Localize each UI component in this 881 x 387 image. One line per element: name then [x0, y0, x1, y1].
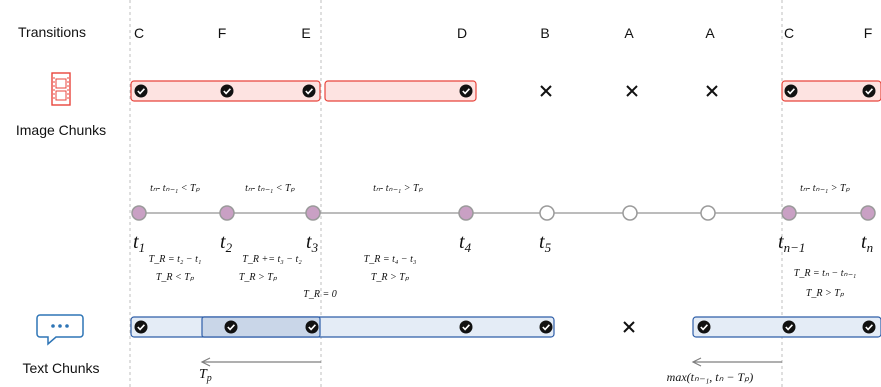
text-chunk-markers	[134, 320, 876, 334]
check-icon	[224, 320, 238, 334]
check-icon	[220, 84, 234, 98]
check-icon	[134, 320, 148, 334]
timeline-node-filled	[458, 205, 474, 221]
check-icon	[697, 320, 711, 334]
check-icon	[134, 84, 148, 98]
timeline-node-filled	[131, 205, 147, 221]
check-icon	[782, 320, 796, 334]
update-label: T_R = t₄ − t₃	[364, 254, 417, 265]
update-label: T_R = 0	[303, 289, 336, 300]
arrow-left-tp	[200, 357, 321, 367]
update-label: T_R = tₙ − tₙ₋₁	[794, 268, 856, 279]
text-chunk-box-1	[130, 316, 555, 338]
transition-label: F	[864, 25, 873, 41]
check-icon	[305, 320, 319, 334]
update-label: T_R > Tₚ	[371, 272, 410, 283]
update-label: T_R += t₃ − t₂	[242, 254, 302, 265]
update-label: T_R > Tₚ	[239, 272, 278, 283]
timeline-node-filled	[219, 205, 235, 221]
check-icon	[539, 320, 553, 334]
time-label-tn: tn	[861, 231, 873, 255]
time-label-tn-1: tn−1	[778, 231, 805, 255]
cross-icon	[706, 85, 718, 97]
check-icon	[862, 320, 876, 334]
timeline-node-filled	[781, 205, 797, 221]
timeline-nodes	[131, 205, 876, 221]
text-chunk-overlap-box	[201, 316, 321, 338]
transition-label: C	[134, 25, 144, 41]
image-chunk-markers	[134, 84, 876, 98]
row-label-image-chunks: Image Chunks	[16, 122, 106, 138]
transition-label: F	[218, 25, 227, 41]
transition-label: D	[457, 25, 467, 41]
row-label-text-chunks: Text Chunks	[22, 360, 99, 376]
time-label-t4: t4	[459, 231, 472, 255]
check-icon	[302, 84, 316, 98]
transition-label: B	[540, 25, 549, 41]
time-label-t3: t3	[306, 231, 319, 255]
timeline-node-empty	[539, 205, 555, 221]
arrow-label-tp: Tp	[199, 367, 212, 384]
check-icon	[459, 320, 473, 334]
transition-label: A	[624, 25, 634, 41]
condition-label: tₙ- tₙ₋₁ < Tₚ	[245, 183, 295, 194]
row-label-transitions: Transitions	[18, 24, 86, 40]
condition-label: tₙ- tₙ₋₁ < Tₚ	[150, 183, 200, 194]
check-icon	[459, 84, 473, 98]
timeline-node-filled	[305, 205, 321, 221]
time-label-t2: t2	[220, 231, 233, 255]
update-label: T_R > Tₚ	[806, 288, 845, 299]
time-label-t1: t1	[133, 231, 145, 255]
condition-label: tₙ- tₙ₋₁ > Tₚ	[373, 183, 423, 194]
arrow-right-max	[691, 357, 782, 367]
timeline-node-empty	[622, 205, 638, 221]
timeline-node-filled	[860, 205, 876, 221]
film-icon	[51, 72, 71, 106]
update-label: T_R < Tₚ	[156, 272, 195, 283]
image-chunk-box-3	[781, 80, 881, 102]
cross-icon	[623, 321, 635, 333]
timeline-node-empty	[700, 205, 716, 221]
transition-label: A	[705, 25, 715, 41]
image-chunk-box-2	[324, 80, 477, 102]
transition-label: E	[301, 25, 310, 41]
update-label: T_R = t₂ − t₁	[149, 254, 202, 265]
time-label-t5: t5	[539, 231, 552, 255]
check-icon	[784, 84, 798, 98]
cross-icon	[626, 85, 638, 97]
transition-label: C	[784, 25, 794, 41]
check-icon	[862, 84, 876, 98]
condition-label: tₙ- tₙ₋₁ > Tₚ	[800, 183, 850, 194]
cross-icon	[540, 85, 552, 97]
arrow-label-max: max(tₙ₋₁, tₙ − Tₚ)	[667, 370, 754, 384]
chat-bubble-icon	[36, 314, 84, 346]
